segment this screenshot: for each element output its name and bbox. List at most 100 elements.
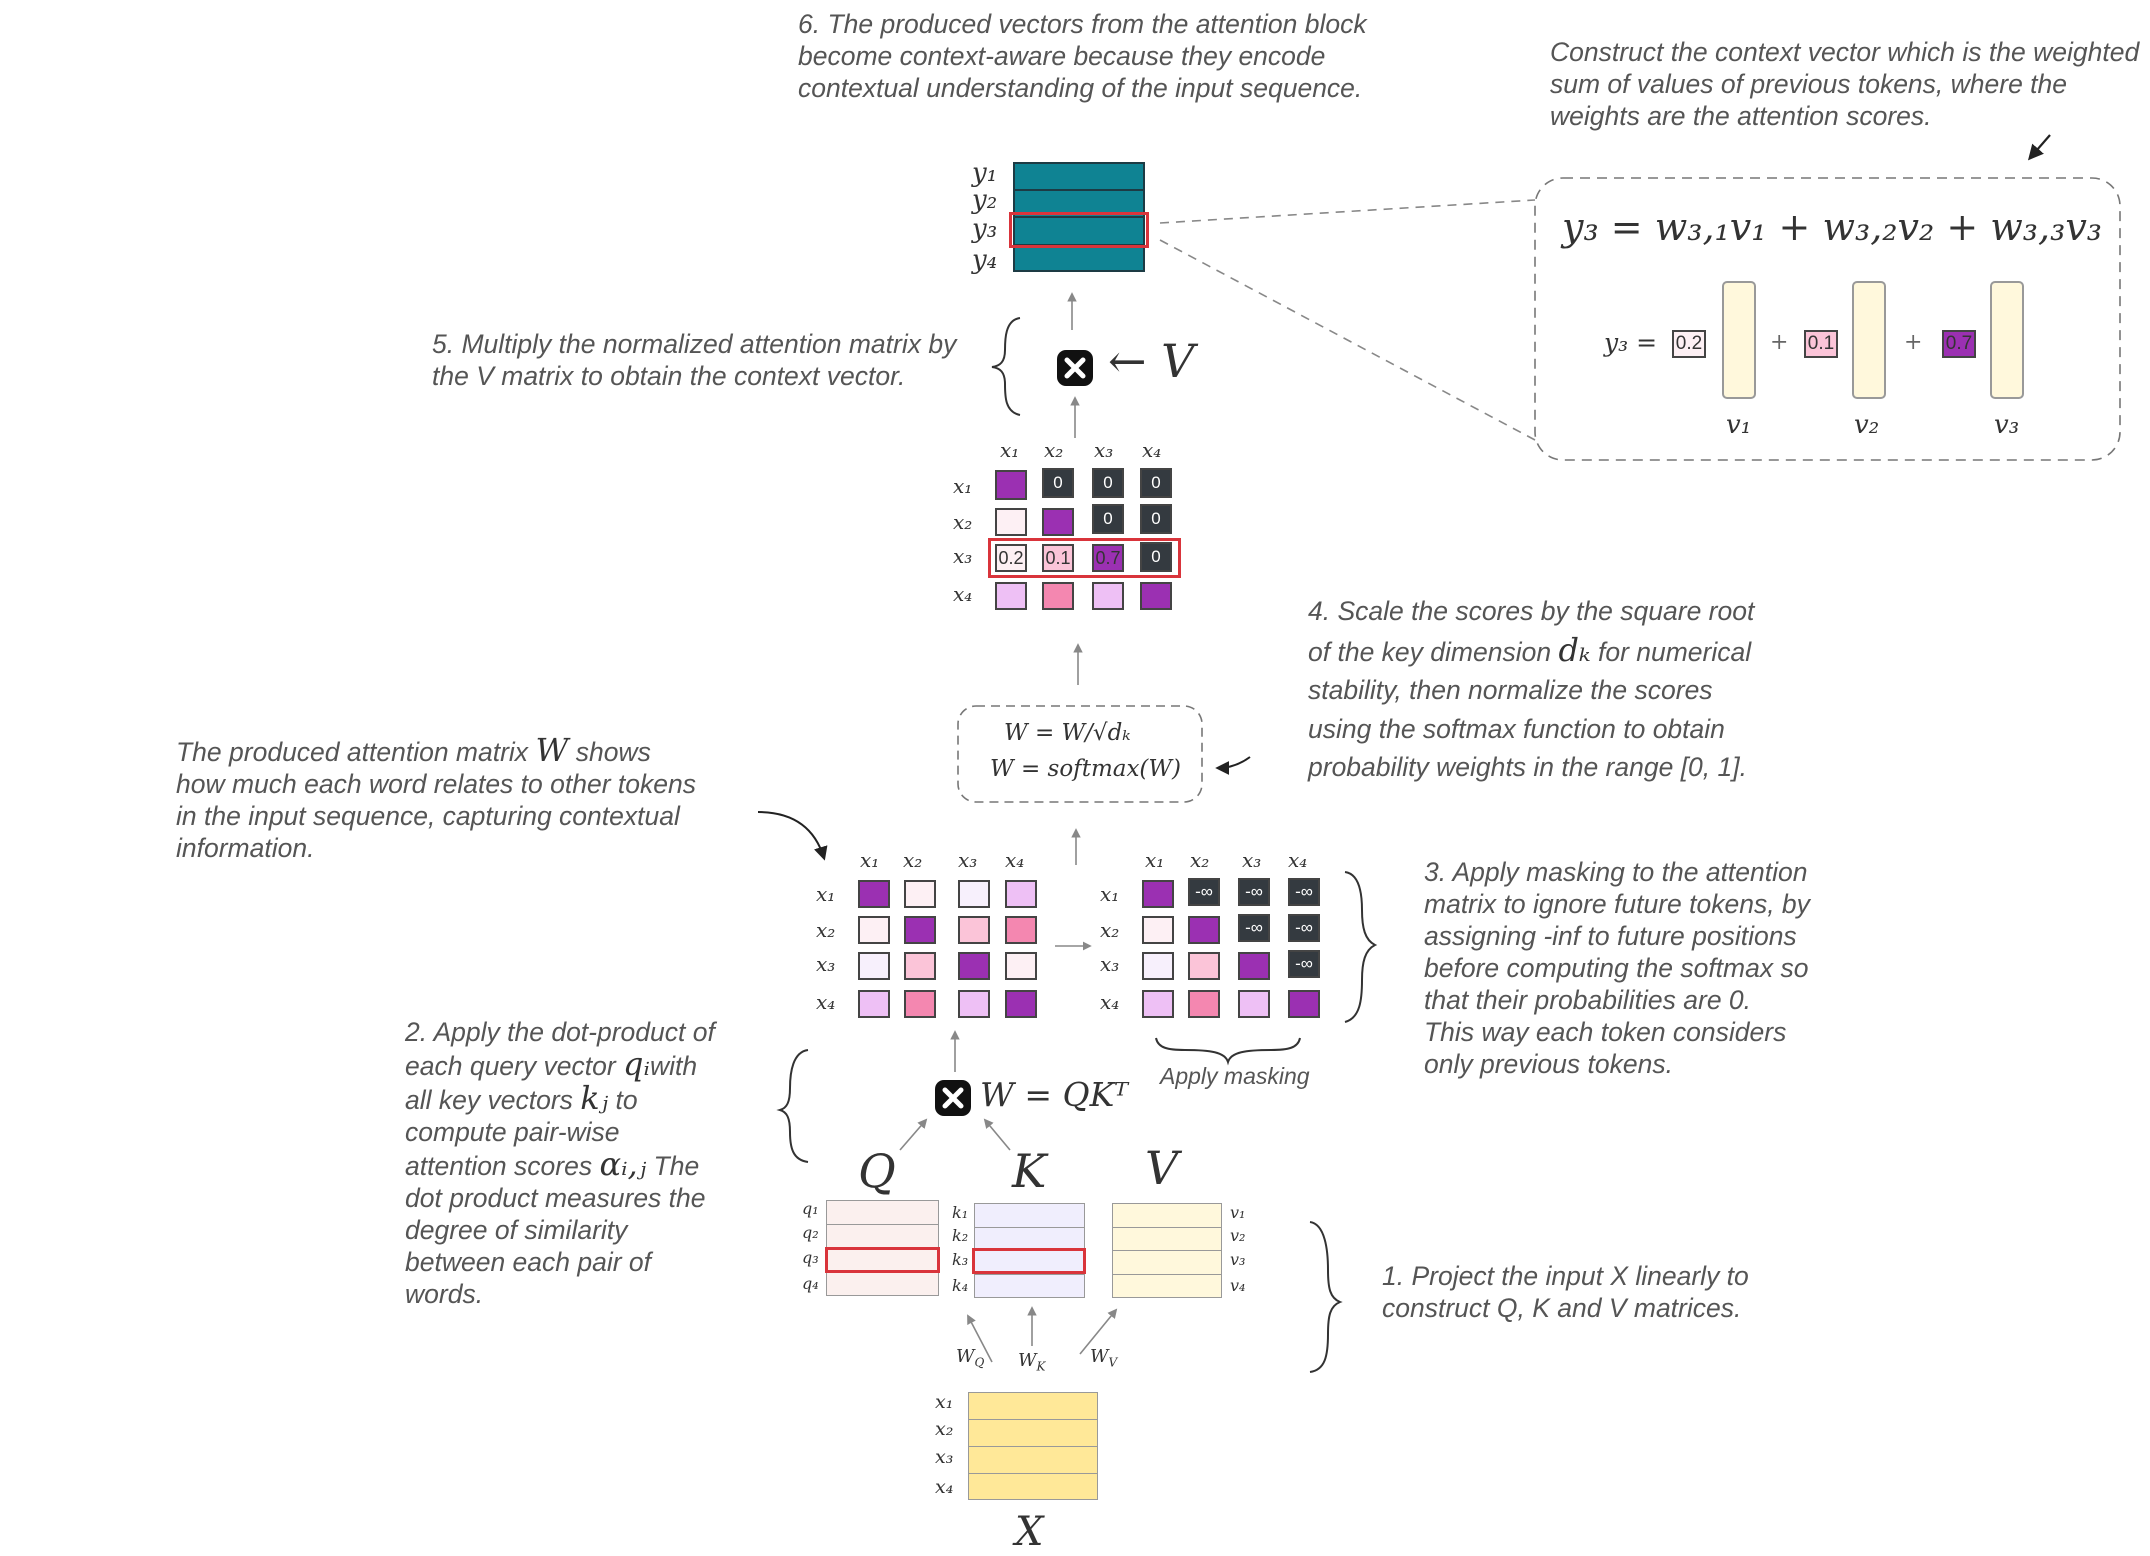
softmax-cell	[1092, 582, 1124, 610]
qi-symbol: qᵢ	[623, 1045, 650, 1083]
row-x4: x₄	[1100, 990, 1120, 1014]
apply-masking-label: Apply masking	[1160, 1063, 1310, 1089]
K-row-divider	[974, 1274, 1085, 1275]
q2-label: q₂	[802, 1223, 819, 1242]
note-line: construct Q, K and V matrices.	[1382, 1293, 1742, 1323]
multiply-icon	[1057, 350, 1093, 386]
score-cell	[1005, 952, 1037, 980]
v3-caption: v₃	[1994, 410, 2020, 440]
arrow-x-to-v	[1079, 1308, 1118, 1355]
dashed-link-top	[1159, 199, 1536, 224]
q3-label: q₃	[802, 1248, 819, 1267]
note-line: 3. Apply masking to the attention	[1424, 857, 1808, 887]
note-text: The produced attention matrix	[176, 737, 529, 767]
masked-cell	[1188, 952, 1220, 980]
scale-box-border	[957, 705, 1203, 803]
note-line: before computing the softmax so	[1424, 953, 1809, 983]
v3-vector	[1990, 281, 2024, 399]
note-line: assigning -inf to future positions	[1424, 921, 1797, 951]
note-line: 2. Apply the dot-product of	[405, 1017, 715, 1047]
masked-inf-cell: -∞	[1238, 878, 1270, 906]
score-cell	[958, 916, 990, 944]
note-line: between each pair of	[405, 1247, 652, 1277]
note-line: the V matrix to obtain the context vecto…	[432, 361, 906, 391]
y2-label: y₂	[972, 185, 998, 215]
Q-label: Q	[858, 1144, 896, 1198]
wv-sub: V	[1108, 1355, 1118, 1370]
x4-label: x₄	[935, 1476, 954, 1498]
col-x1: x₁	[860, 848, 880, 872]
dashed-link-bottom	[1159, 239, 1536, 441]
row-x2: x₂	[1100, 918, 1120, 942]
note-text: with	[649, 1051, 698, 1081]
arrow-attention-note	[757, 811, 828, 861]
score-cell	[904, 916, 936, 944]
masked-cell	[1142, 916, 1174, 944]
brace-step5	[991, 317, 1021, 416]
multiply-icon	[935, 1080, 971, 1116]
note-line: stability, then normalize the scores	[1308, 675, 1713, 705]
brace-apply-masking	[1155, 1037, 1301, 1066]
col-x3: x₃	[1242, 848, 1262, 872]
brace-step1	[1309, 1221, 1343, 1373]
note-text: of the key dimension	[1308, 636, 1552, 667]
note-line: degree of similarity	[405, 1215, 628, 1245]
note-line: information.	[176, 833, 315, 863]
col-x1: x₁	[1000, 438, 1020, 462]
w-equals-qkt: W = QKᵀ	[980, 1075, 1129, 1114]
note-line: probability weights in the range [0, 1].	[1308, 752, 1747, 782]
q4-label: q₄	[802, 1274, 819, 1293]
v2-label: v₂	[1230, 1226, 1246, 1245]
k2-label: k₂	[952, 1226, 969, 1245]
k1-label: k₁	[952, 1203, 969, 1222]
note-context-vector: Construct the context vector which is th…	[1550, 36, 2139, 132]
weight-w31: 0.2	[1672, 330, 1706, 358]
brace-step3	[1344, 871, 1378, 1023]
plus-sign: +	[1770, 330, 1789, 355]
note-step2: 2. Apply the dot-product of each query v…	[405, 1016, 715, 1310]
V-row-divider	[1112, 1274, 1222, 1275]
k3-highlight	[972, 1248, 1086, 1274]
note-line: attention scores αᵢ,ⱼ The	[405, 1148, 715, 1182]
y-row-divider	[1013, 189, 1145, 191]
y3-highlight	[1009, 212, 1149, 248]
note-line: words.	[405, 1279, 484, 1309]
col-x3: x₃	[958, 848, 978, 872]
softmax-cell	[1140, 582, 1172, 610]
note-line: 5. Multiply the normalized attention mat…	[432, 329, 957, 359]
score-cell	[904, 952, 936, 980]
Q-row-divider	[826, 1224, 939, 1225]
masked-inf-cell: -∞	[1238, 914, 1270, 942]
row-x2: x₂	[816, 918, 836, 942]
note-line: matrix to ignore future tokens, by	[1424, 889, 1810, 919]
x3-label: x₃	[935, 1446, 954, 1468]
x2-label: x₂	[935, 1418, 954, 1440]
x1-label: x₁	[935, 1391, 954, 1413]
row-x3: x₃	[953, 544, 973, 568]
X-row-divider	[968, 1419, 1098, 1420]
note-text: each query vector	[405, 1051, 616, 1081]
score-cell	[958, 990, 990, 1018]
note-text: shows	[575, 737, 651, 767]
arrow-k-to-mult	[983, 1118, 1011, 1151]
note-line: in the input sequence, capturing context…	[176, 801, 680, 831]
note-line: Construct the context vector which is th…	[1550, 37, 2140, 67]
softmax-cell-w32: 0.1	[1042, 544, 1074, 572]
masked-cell	[1238, 952, 1270, 980]
note-line: of the key dimension dₖ for numerical	[1308, 631, 1754, 672]
note-text: attention scores	[405, 1151, 593, 1181]
softmax-cell	[995, 470, 1027, 500]
row-x4: x₄	[953, 582, 973, 606]
masked-inf-cell: -∞	[1288, 878, 1320, 906]
note-line: using the softmax function to obtain	[1308, 713, 1725, 744]
note-step6: 6. The produced vectors from the attenti…	[798, 8, 1367, 104]
col-x4: x₄	[1288, 848, 1308, 872]
context-equation: y₃ = w₃,₁v₁ + w₃,₂v₂ + w₃,₃v₃	[1562, 205, 2103, 249]
v4-label: v₄	[1230, 1276, 1246, 1295]
masked-cell	[1142, 990, 1174, 1018]
masked-cell	[1288, 990, 1320, 1018]
masked-inf-cell: -∞	[1288, 914, 1320, 942]
note-line: The produced attention matrix W shows	[176, 734, 696, 768]
wv-main: W	[1090, 1346, 1109, 1367]
wk-sub: K	[1036, 1359, 1046, 1374]
